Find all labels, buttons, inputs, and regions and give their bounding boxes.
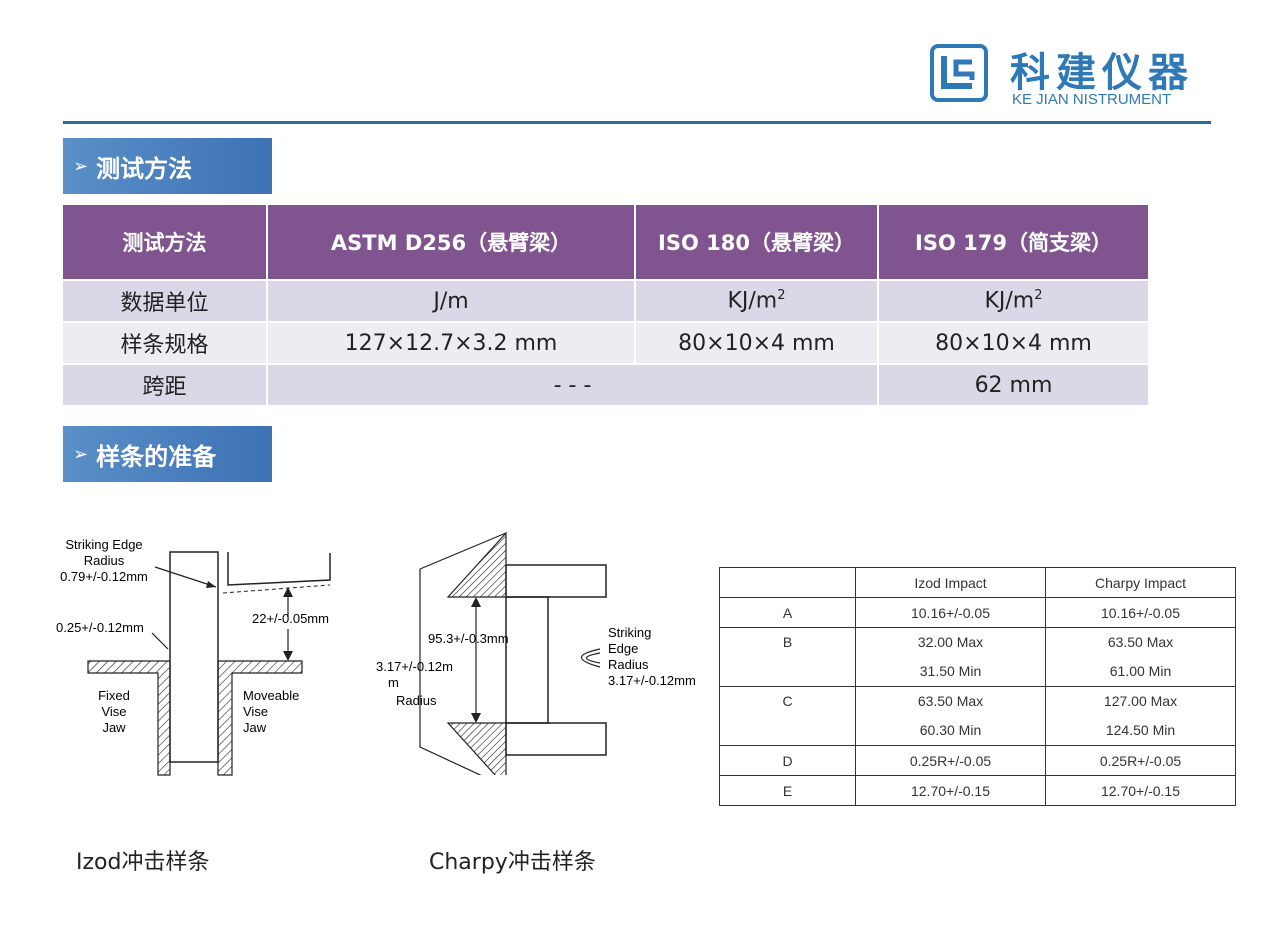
svg-text:Radius: Radius xyxy=(608,657,649,672)
izod-notch-label: 0.25+/-0.12mm xyxy=(56,620,144,635)
izod-specimen-diagram: Striking Edge Radius 0.79+/-0.12mm 0.25+… xyxy=(56,537,331,776)
section-header-test-methods: ➢ 测试方法 xyxy=(63,138,272,194)
table-row: E 12.70+/-0.15 12.70+/-0.15 xyxy=(719,775,1236,806)
izod-striking-edge-label: Striking Edge xyxy=(65,537,142,552)
company-logo: 科建仪器 KE JIAN NISTRUMENT xyxy=(930,40,1220,112)
row-label: C xyxy=(719,686,856,746)
table-cell: 80×10×4 mm xyxy=(878,321,1148,364)
table-cell: 10.16+/-0.05 xyxy=(1045,597,1236,628)
logo-english-name: KE JIAN NISTRUMENT xyxy=(1012,91,1172,108)
charpy-caption: Charpy冲击样条 xyxy=(429,850,596,875)
svg-text:Radius: Radius xyxy=(396,693,437,708)
section-title: 测试方法 xyxy=(96,154,193,183)
header-cell xyxy=(719,567,856,598)
table-row: 样条规格 127×12.7×3.2 mm 80×10×4 mm 80×10×4 … xyxy=(63,321,1148,364)
logo-chinese-name: 科建仪器 xyxy=(1010,50,1194,96)
specimen-dimensions-table: Izod Impact Charpy Impact A 10.16+/-0.05… xyxy=(719,567,1236,806)
table-cell: 0.25R+/-0.05 xyxy=(855,745,1046,776)
svg-text:Jaw: Jaw xyxy=(243,720,267,735)
charpy-striking-edge-label: Striking xyxy=(608,625,651,640)
fixed-vise-jaw xyxy=(87,660,171,776)
svg-text:Edge: Edge xyxy=(608,641,638,656)
table-cell: 80×10×4 mm xyxy=(635,321,879,364)
table-cell: 127×12.7×3.2 mm xyxy=(267,321,636,364)
arrow-icon: ➢ xyxy=(73,443,89,465)
header-cell: Izod Impact xyxy=(855,567,1046,598)
izod-caption: Izod冲击样条 xyxy=(76,850,210,875)
table-row: D 0.25R+/-0.05 0.25R+/-0.05 xyxy=(719,745,1236,776)
table-row: 跨距 - - - 62 mm xyxy=(63,363,1148,405)
table-row: A 10.16+/-0.05 10.16+/-0.05 xyxy=(719,597,1236,628)
svg-text:0.79+/-0.12mm: 0.79+/-0.12mm xyxy=(60,569,148,584)
charpy-specimen xyxy=(505,596,549,724)
charpy-radius-label: 3.17+/-0.12m xyxy=(376,659,453,674)
header-divider xyxy=(63,121,1211,124)
table-cell: KJ/m2 xyxy=(878,279,1148,322)
row-label: E xyxy=(719,775,856,806)
arrow-icon: ➢ xyxy=(73,155,89,177)
header-cell: 测试方法 xyxy=(63,205,268,280)
svg-text:Vise: Vise xyxy=(243,704,268,719)
table-cell: 12.70+/-0.15 xyxy=(1045,775,1236,806)
fixed-jaw-label: Fixed xyxy=(98,688,130,703)
table-row: 数据单位 J/m KJ/m2 KJ/m2 xyxy=(63,279,1148,322)
header-cell: Charpy Impact xyxy=(1045,567,1236,598)
table-cell: 10.16+/-0.05 xyxy=(855,597,1046,628)
header-cell: ISO 180（悬臂梁） xyxy=(635,205,879,280)
striking-hammer xyxy=(227,552,331,586)
svg-text:Radius: Radius xyxy=(84,553,125,568)
svg-text:Jaw: Jaw xyxy=(102,720,126,735)
row-label: A xyxy=(719,597,856,628)
table-cell: 12.70+/-0.15 xyxy=(855,775,1046,806)
header-cell: ASTM D256（悬臂梁） xyxy=(267,205,636,280)
svg-text:Vise: Vise xyxy=(101,704,126,719)
charpy-span-label: 95.3+/-0.3mm xyxy=(428,631,509,646)
table-cell: 0.25R+/-0.05 xyxy=(1045,745,1236,776)
row-label: D xyxy=(719,745,856,776)
moveable-vise-jaw xyxy=(217,660,303,776)
table-header-row: Izod Impact Charpy Impact xyxy=(719,567,1236,598)
table-cell: - - - xyxy=(267,363,879,405)
row-label: 跨距 xyxy=(63,363,268,405)
izod-specimen xyxy=(169,551,219,763)
section-header-specimen-prep: ➢ 样条的准备 xyxy=(63,426,272,482)
logo-mark-icon xyxy=(930,44,988,102)
charpy-specimen-diagram: 95.3+/-0.3mm 3.17+/-0.12m m Radius Strik… xyxy=(376,531,696,775)
section-title: 样条的准备 xyxy=(96,442,217,471)
header-cell: ISO 179（简支梁） xyxy=(878,205,1148,280)
table-cell: KJ/m2 xyxy=(635,279,879,322)
izod-height-label: 22+/-0.05mm xyxy=(252,611,329,626)
table-header-row: 测试方法 ASTM D256（悬臂梁） ISO 180（悬臂梁） ISO 179… xyxy=(63,205,1148,280)
moveable-jaw-label: Moveable xyxy=(243,688,299,703)
row-label: B xyxy=(719,627,856,687)
row-label: 样条规格 xyxy=(63,321,268,364)
row-label: 数据单位 xyxy=(63,279,268,322)
test-methods-table: 测试方法 ASTM D256（悬臂梁） ISO 180（悬臂梁） ISO 179… xyxy=(63,205,1148,405)
svg-text:3.17+/-0.12mm: 3.17+/-0.12mm xyxy=(608,673,696,688)
table-cell: 62 mm xyxy=(878,363,1148,405)
svg-text:m: m xyxy=(388,675,399,690)
table-cell: J/m xyxy=(267,279,636,322)
